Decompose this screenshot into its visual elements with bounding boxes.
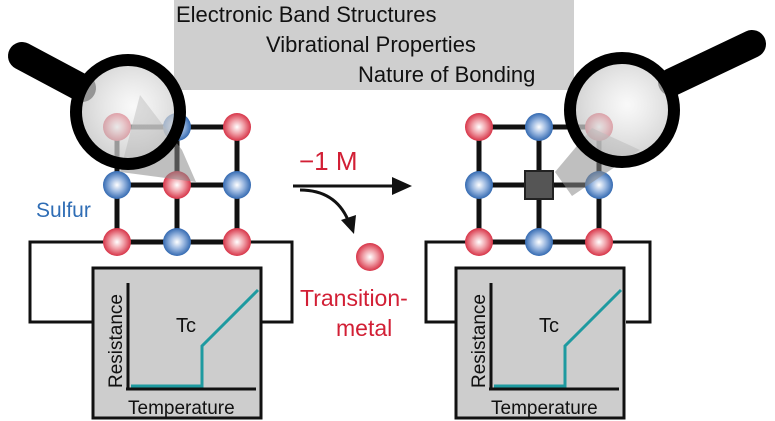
- left-resistance-curve: [131, 288, 260, 388]
- left-plot-xlabel: Temperature: [128, 398, 235, 419]
- left-circuit-wire: [28, 240, 294, 324]
- reaction-label: −1 M: [299, 146, 358, 176]
- vacancy-square-icon: [524, 170, 554, 200]
- header-line-vibrational: Vibrational Properties: [266, 32, 476, 57]
- left-resistance-plot: Resistance Temperature Tc: [91, 266, 263, 420]
- left-plot-ylabel: Resistance: [106, 294, 127, 388]
- right-resistance-curve: [494, 288, 623, 388]
- removed-metal-atom: [356, 243, 384, 271]
- left-metal-atom: [223, 113, 251, 141]
- magnifying-glass-icon: [555, 30, 766, 196]
- right-plot-xlabel: Temperature: [491, 398, 598, 419]
- arrow-icon: [293, 177, 412, 195]
- header-line-band-structures: Electronic Band Structures: [176, 2, 436, 27]
- right-metal-atom: [465, 228, 493, 256]
- header-banner: Electronic Band Structures Vibrational P…: [174, 0, 574, 90]
- right-plot-tc-label: Tc: [539, 315, 559, 337]
- left-magnifier-handle: [8, 42, 96, 102]
- left-sulfur-atom: [103, 171, 131, 199]
- right-plot-frame: [454, 266, 626, 420]
- left-sulfur-atom: [163, 228, 191, 256]
- left-plot-frame: [91, 266, 263, 420]
- right-plot-ylabel: Resistance: [469, 294, 490, 388]
- left-plot-tc-label: Tc: [176, 315, 196, 337]
- header-line-bonding: Nature of Bonding: [358, 62, 535, 87]
- left-metal-atom: [103, 228, 131, 256]
- header-background: [174, 0, 574, 90]
- right-circuit-wire: [424, 240, 652, 324]
- left-magnifier-lens: [70, 54, 186, 170]
- right-magnifier-handle: [658, 30, 766, 96]
- left-sulfur-atom: [223, 171, 251, 199]
- right-sulfur-atom: [465, 171, 493, 199]
- left-metal-atom: [223, 228, 251, 256]
- transition-metal-label-line1: Transition-: [300, 285, 408, 311]
- reaction-arrows: −1 M Transition- metal: [293, 146, 412, 341]
- sulfur-label: Sulfur: [36, 199, 91, 222]
- curved-arrow-icon: [299, 188, 356, 234]
- right-sulfur-atom: [525, 113, 553, 141]
- right-metal-atom: [465, 113, 493, 141]
- right-metal-atom: [585, 228, 613, 256]
- right-resistance-plot: Resistance Temperature Tc: [454, 266, 626, 420]
- right-magnifier-lens: [564, 52, 680, 168]
- magnifying-glass-icon: [8, 42, 196, 182]
- transition-metal-label-line2: metal: [336, 315, 392, 341]
- right-sulfur-atom: [525, 228, 553, 256]
